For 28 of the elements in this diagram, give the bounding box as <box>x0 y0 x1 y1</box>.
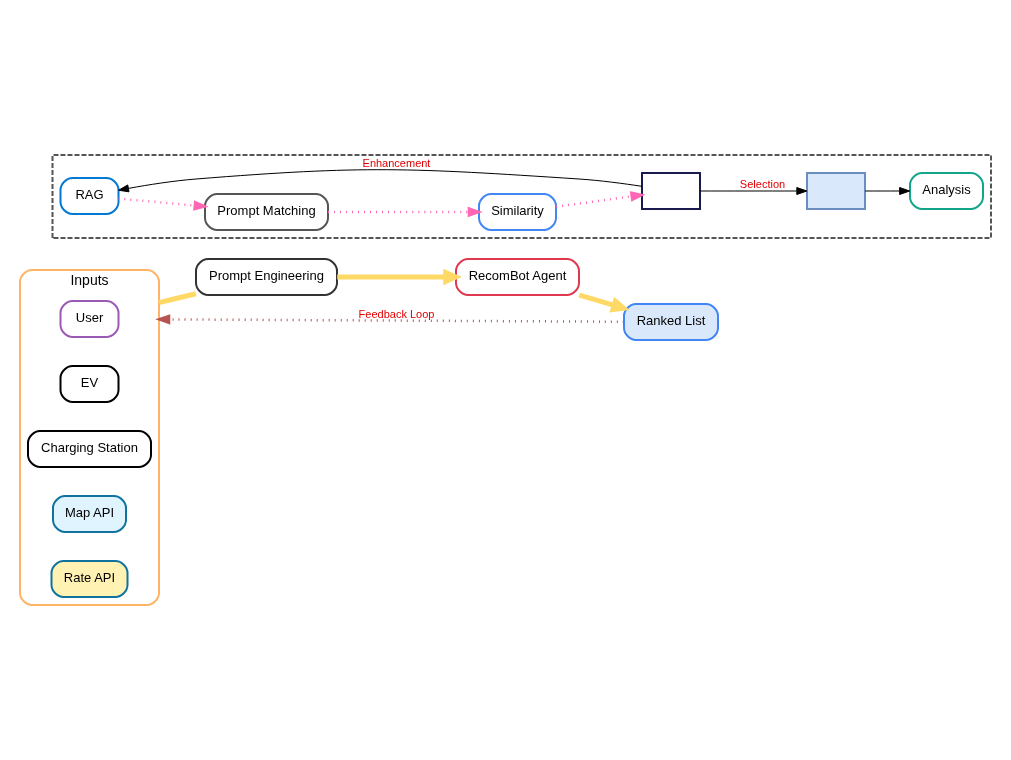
node-box: RecomBot Agent <box>455 258 580 296</box>
node-box: RAG <box>59 177 120 215</box>
node-box: EV <box>59 365 120 403</box>
arrow <box>864 187 911 195</box>
edge-label: Enhancement <box>362 156 431 169</box>
node-box <box>641 172 701 210</box>
node-box: Prompt Matching <box>204 193 329 231</box>
arrow <box>118 169 643 193</box>
node-box: Prompt Engineering <box>195 258 338 296</box>
cluster <box>51 154 992 239</box>
edge-label: Selection <box>739 177 786 190</box>
arrow <box>155 314 624 325</box>
arrow <box>699 187 808 195</box>
node-box: Similarity <box>478 193 557 231</box>
node-box <box>806 172 866 210</box>
arrow <box>118 197 209 211</box>
node-box: Rate API <box>50 560 129 598</box>
connector <box>158 291 197 305</box>
node-box: User <box>59 300 120 338</box>
arrow <box>556 191 646 208</box>
node-box: Analysis <box>909 172 984 210</box>
arrow <box>328 206 483 218</box>
node-box: Map API <box>52 495 127 533</box>
node-box: Ranked List <box>623 303 719 341</box>
arrow <box>578 292 630 313</box>
arrow <box>337 268 462 286</box>
node-box: Charging Station <box>27 430 152 468</box>
edge-label: Feedback Loop <box>358 307 435 320</box>
